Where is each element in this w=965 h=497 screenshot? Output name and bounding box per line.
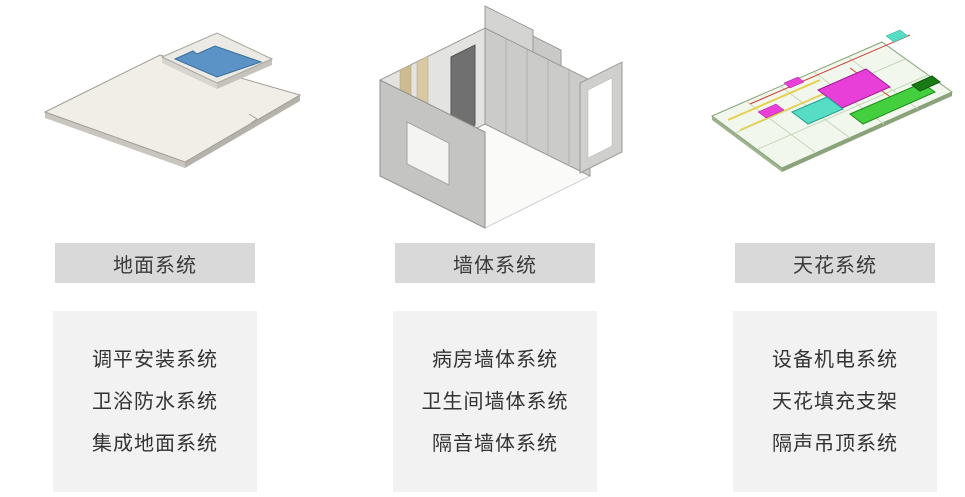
section-header-floor-label: 地面系统 (113, 254, 197, 277)
floor-system-illustration (43, 32, 302, 168)
item-bathroom-wall-system: 卫生间墙体系统 (421, 390, 569, 413)
wall-system-illustration (378, 5, 623, 229)
bathtub-pan (160, 32, 274, 89)
door (450, 44, 476, 138)
mep-green-duct (849, 82, 937, 125)
section-header-floor: 地面系统 (55, 243, 255, 283)
back-right-wall (484, 27, 591, 177)
mep-equipment (757, 29, 941, 125)
list-ceiling-system: 设备机电系统 天花填充支架 隔声吊顶系统 (733, 311, 937, 492)
window (406, 121, 450, 186)
section-header-ceiling-label: 天花系统 (793, 254, 877, 277)
mep-dark-green-unit (911, 75, 941, 92)
mep-cyan-unit (791, 96, 844, 125)
item-soundproof-wall-system: 隔音墙体系统 (432, 432, 558, 455)
section-header-ceiling: 天花系统 (735, 243, 935, 283)
ceiling-system-illustration (711, 29, 954, 172)
mep-magenta-small (757, 103, 785, 119)
item-sound-insulation-ceiling-system: 隔声吊顶系统 (772, 432, 898, 455)
item-integrated-floor-system: 集成地面系统 (92, 432, 218, 455)
front-left-wall (379, 79, 486, 229)
bathtub-water (173, 45, 263, 78)
floor-slab (43, 54, 302, 168)
mep-magenta-small (783, 76, 805, 89)
tall-wall-section (484, 5, 562, 67)
item-leveling-installation-system: 调平安装系统 (92, 348, 218, 371)
item-bath-waterproof-system: 卫浴防水系统 (92, 390, 218, 413)
list-wall-system: 病房墙体系统 卫生间墙体系统 隔音墙体系统 (393, 311, 597, 492)
item-mep-equipment-system: 设备机电系统 (772, 348, 898, 371)
item-ward-wall-system: 病房墙体系统 (432, 348, 558, 371)
section-header-wall: 墙体系统 (395, 243, 595, 283)
item-ceiling-filler-bracket: 天花填充支架 (772, 390, 898, 413)
doorway-fragment (579, 61, 623, 174)
section-header-wall-label: 墙体系统 (453, 254, 537, 277)
mep-cyan-small (885, 29, 909, 43)
list-floor-system: 调平安装系统 卫浴防水系统 集成地面系统 (53, 311, 257, 492)
